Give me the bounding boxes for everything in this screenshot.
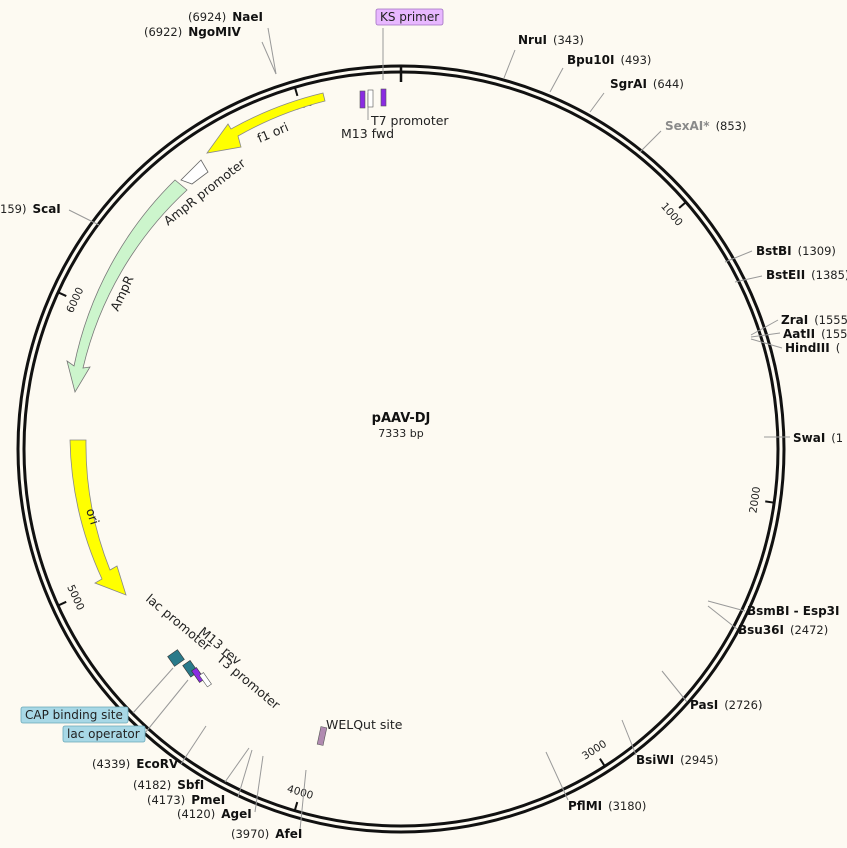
site-leader-lines	[68, 27, 790, 831]
ruler-tick	[293, 86, 299, 97]
feature-f1-ori	[206, 92, 326, 154]
site-ngomiv: (6922)NgoMIV	[144, 25, 242, 39]
ruler-tick-label: 1000	[658, 201, 685, 229]
svg-text:lac operator: lac operator	[67, 727, 140, 741]
restriction-sites: (6924)NaeI (6922)NgoMIV NruI(343) Bpu10I…	[0, 10, 847, 841]
site-bsiwi: BsiWI(2945)	[636, 753, 718, 767]
label-lac-promoter: lac promoter	[143, 591, 215, 654]
ruler-tick	[599, 758, 606, 767]
ruler-tick-label: 6000	[64, 286, 86, 315]
ruler-tick-label: 5000	[64, 583, 86, 612]
svg-text:KS primer: KS primer	[380, 10, 439, 24]
welqut-marker	[316, 726, 328, 746]
ruler-tick	[678, 201, 687, 209]
site-bpu10i: Bpu10I(493)	[567, 53, 651, 67]
primer-markers-top	[359, 88, 387, 109]
label-t3-promoter: T3 promoter	[213, 650, 283, 713]
ruler-tick-label: 4000	[286, 783, 315, 802]
site-hindiii: HindIII(	[785, 341, 840, 355]
plasmid-length: 7333 bp	[378, 427, 423, 440]
ruler-tick-label: 2000	[748, 486, 764, 514]
site-sgrai: SgrAI(644)	[610, 77, 684, 91]
ruler-tick	[765, 500, 775, 504]
site-bsteii: BstEII(1385)	[766, 268, 847, 282]
label-t7-promoter: T7 promoter	[370, 113, 449, 128]
site-bsmbi-esp3i: BsmBI - Esp3I	[747, 604, 839, 618]
site-agei: (4120)AgeI	[177, 807, 252, 821]
site-scai: 159)ScaI	[0, 202, 61, 216]
ruler-tick-label: 3000	[580, 738, 609, 763]
plasmid-name: pAAV-DJ	[372, 411, 431, 426]
ruler-tick	[57, 291, 67, 297]
site-aatii: AatII(1557)	[783, 327, 847, 341]
site-naei: (6924)NaeI	[188, 10, 263, 24]
site-pasi: PasI(2726)	[690, 698, 762, 712]
site-ecorv: (4339)EcoRV	[92, 757, 179, 771]
ruler-tick	[57, 600, 67, 607]
boxed-label-lac-operator: lac operator	[62, 725, 146, 743]
label-welqut-site: WELQut site	[326, 717, 403, 732]
site-sexai: SexAI*(853)	[665, 119, 747, 133]
site-swai: SwaI(1	[793, 431, 843, 445]
site-pmei: (4173)PmeI	[147, 793, 225, 807]
site-nrui: NruI(343)	[518, 33, 584, 47]
lac-markers	[167, 649, 212, 688]
label-m13-fwd: M13 fwd	[341, 126, 394, 141]
site-sbfi: (4182)SbfI	[133, 778, 204, 792]
svg-text:CAP binding site: CAP binding site	[25, 708, 123, 722]
site-bstbi: BstBI(1309)	[756, 244, 836, 258]
boxed-label-cap-binding-site: CAP binding site	[20, 706, 129, 724]
boxed-label-ks-primer: KS primer	[375, 8, 444, 26]
site-afei: (3970)AfeI	[231, 827, 302, 841]
feature-ampr-promoter	[180, 159, 209, 185]
ruler-tick	[293, 801, 299, 811]
feature-ampr	[66, 179, 188, 394]
feature-ori	[69, 439, 127, 596]
site-pflmi: PflMI(3180)	[568, 799, 646, 813]
site-bsu36i: Bsu36I(2472)	[738, 623, 828, 637]
site-zrai: ZraI(1555)	[781, 313, 847, 327]
feature-label-ori: ori	[83, 506, 102, 526]
